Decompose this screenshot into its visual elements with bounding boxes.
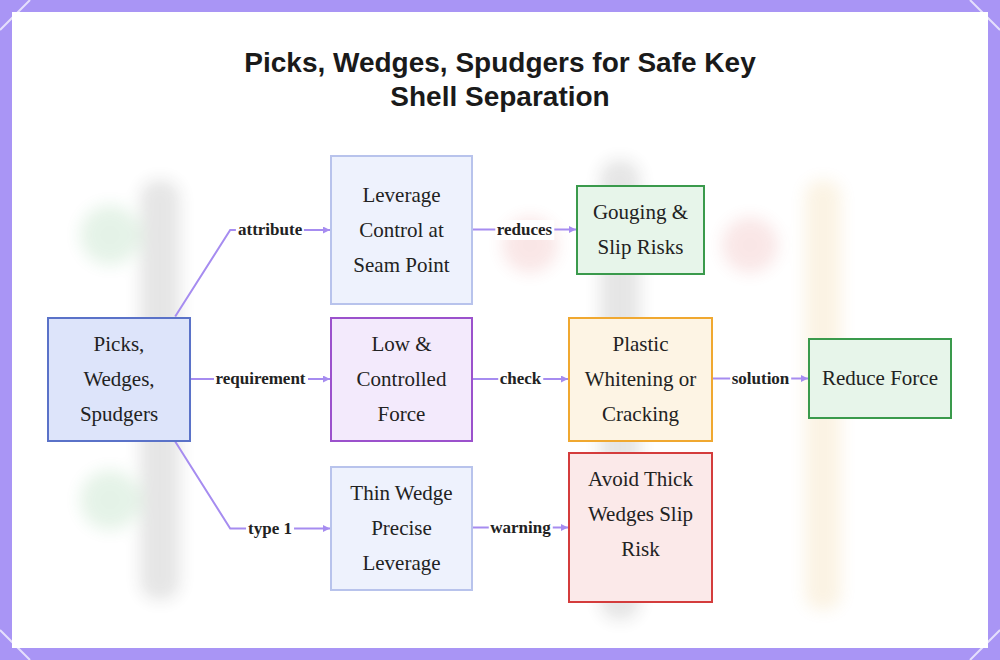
edge-label: type 1 [246, 519, 294, 539]
box-text: Reduce Force [822, 361, 938, 396]
box-text: Low & Controlled Force [342, 327, 461, 432]
process-box: Avoid Thick Wedges Slip Risk [568, 452, 713, 603]
box-text: Leverage Control at Seam Point [342, 178, 461, 283]
edge-label: check [498, 369, 544, 389]
edge-label: reduces [495, 220, 554, 240]
diagram-title-wrap: Picks, Wedges, Spudgers for Safe Key She… [0, 46, 1000, 114]
edge-label: solution [730, 369, 792, 389]
box-text: Picks, Wedges, Spudgers [59, 327, 179, 432]
connector-arrow [175, 442, 330, 529]
box-text: Avoid Thick Wedges Slip Risk [580, 462, 701, 567]
edge-label: requirement [213, 369, 307, 389]
process-box: Low & Controlled Force [330, 317, 473, 442]
connector-arrow [175, 230, 330, 317]
process-box: Thin Wedge Precise Leverage [330, 466, 473, 591]
edge-label: attribute [236, 220, 304, 240]
box-text: Gouging & Slip Risks [588, 195, 693, 265]
process-box: Leverage Control at Seam Point [330, 155, 473, 305]
process-box: Gouging & Slip Risks [576, 185, 705, 275]
edge-label: warning [488, 518, 552, 538]
box-text: Plastic Whitening or Cracking [580, 327, 701, 432]
diagram-title: Picks, Wedges, Spudgers for Safe Key She… [210, 46, 790, 114]
process-box: Picks, Wedges, Spudgers [47, 317, 191, 442]
box-text: Thin Wedge Precise Leverage [342, 476, 461, 581]
process-box: Plastic Whitening or Cracking [568, 317, 713, 442]
process-box: Reduce Force [808, 338, 952, 419]
